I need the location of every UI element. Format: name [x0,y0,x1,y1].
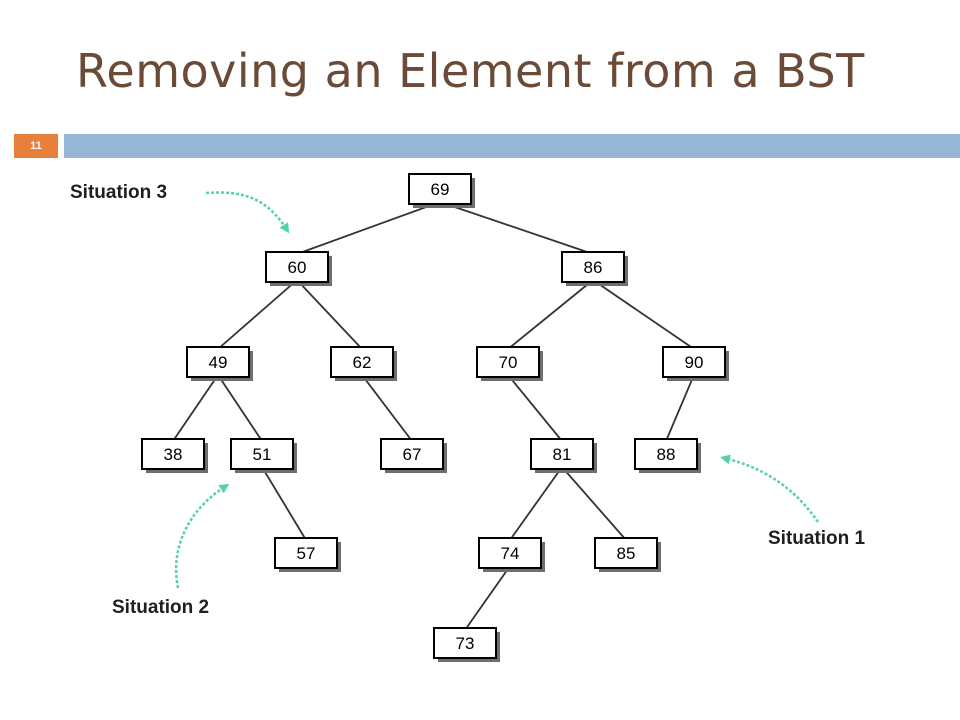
tree-edge [507,374,563,442]
node-box [141,438,205,470]
tree-node-38: 38 [141,438,208,473]
node-label: 62 [353,353,372,372]
tree-edges [172,201,695,631]
node-box [594,537,658,569]
node-label: 88 [657,445,676,464]
tree-nodes: 69 60 86 49 62 70 90 38 51 67 81 88 57 74 85 73 [141,173,729,662]
node-box [186,346,250,378]
node-box [634,438,698,470]
tree-edge [261,466,307,541]
tree-node-60: 60 [265,251,332,286]
node-box [408,173,472,205]
tree-node-57: 57 [274,537,341,572]
tree-node-88: 88 [634,438,701,473]
slide-title: Removing an Element from a BST [76,44,865,98]
tree-node-86: 86 [561,251,628,286]
node-box [561,251,625,283]
node-label: 70 [499,353,518,372]
tree-node-74: 74 [478,537,545,572]
node-box [274,537,338,569]
node-label: 74 [501,544,520,563]
node-label: 51 [253,445,272,464]
node-box [476,346,540,378]
node-label: 67 [403,445,422,464]
tree-node-69: 69 [408,173,475,208]
tree-edge [296,279,363,350]
tree-edge [361,374,413,442]
tree-edge [561,466,627,541]
node-box [478,537,542,569]
node-box [662,346,726,378]
tree-edge [296,201,441,255]
callout-arrow-situation-1 [720,454,820,523]
tree-node-90: 90 [662,346,729,381]
callout-arrow-situation-3 [205,191,290,234]
tree-edge [464,565,511,631]
callout-situation-1: Situation 1 [768,528,866,549]
tree-edge [439,201,594,255]
node-label: 49 [209,353,228,372]
node-box [380,438,444,470]
node-box [530,438,594,470]
node-label: 90 [685,353,704,372]
node-label: 85 [617,544,636,563]
tree-node-73: 73 [433,627,500,662]
node-label: 57 [297,544,316,563]
node-box [230,438,294,470]
node-label: 81 [553,445,572,464]
callout-situation-3: Situation 3 [70,182,167,203]
tree-edge [509,466,563,541]
tree-edge [217,374,263,442]
tree-node-67: 67 [380,438,447,473]
node-box [433,627,497,659]
tree-edge [172,374,219,442]
tree-edge [592,279,695,350]
tree-node-62: 62 [330,346,397,381]
callout-arrow-situation-2 [174,483,230,589]
node-label: 86 [584,258,603,277]
title-rule [64,134,960,158]
node-label: 73 [456,634,475,653]
node-label: 60 [288,258,307,277]
tree-edge [665,374,695,442]
tree-node-51: 51 [230,438,297,473]
slide-number: 11 [14,134,58,158]
tree-node-70: 70 [476,346,543,381]
node-box [330,346,394,378]
callout-situation-2: Situation 2 [112,597,209,618]
tree-edge [507,279,594,350]
tree-node-85: 85 [594,537,661,572]
tree-edge [217,279,298,350]
tree-node-81: 81 [530,438,597,473]
node-label: 38 [164,445,183,464]
node-label: 69 [431,180,450,199]
node-box [265,251,329,283]
tree-node-49: 49 [186,346,253,381]
callouts: Situation 3 Situation 2 Situation 1 [70,182,866,618]
